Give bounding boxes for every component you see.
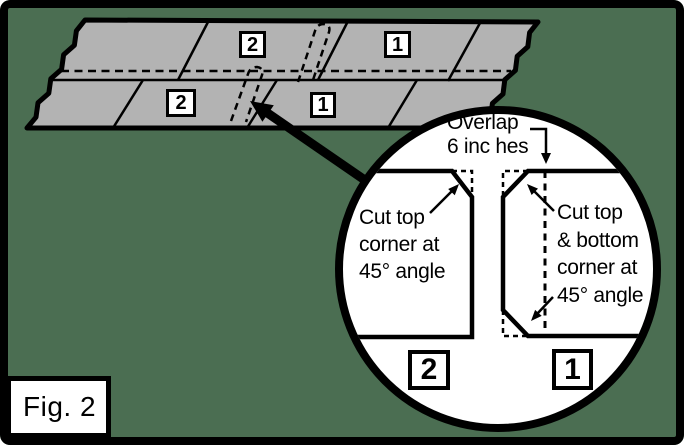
callout-arrowhead-icon <box>250 101 274 122</box>
detail-panel-2-label: 2 <box>408 350 450 390</box>
cut-top-bottom-note-line-4: 45° angle <box>557 283 644 307</box>
strip-label-top-1-text: 1 <box>391 33 404 56</box>
strip-label-top-2: 2 <box>239 31 266 58</box>
hidden-edge-dashed-seams <box>229 22 331 123</box>
overlap-note: Overlap 6 inc hes <box>447 111 529 159</box>
detail-panel-2-label-text: 2 <box>420 353 438 386</box>
cut-top-corner-note: Cut top corner at 45° angle <box>359 204 446 285</box>
detail-circle <box>335 106 661 432</box>
down-arrowhead-icon <box>541 153 551 164</box>
annotation-arrows <box>429 184 555 321</box>
detail-panel-1-outline <box>500 168 653 339</box>
figure-caption-box: Fig. 2 <box>6 376 111 438</box>
figure-caption-text: Fig. 2 <box>23 391 97 422</box>
strip-label-bottom-2: 2 <box>166 89 196 117</box>
strip-label-bottom-1: 1 <box>310 92 336 118</box>
cut-top-bottom-note-line-3: corner at <box>557 256 638 279</box>
strip-label-top-1: 1 <box>384 31 411 58</box>
strip-label-bottom-2-text: 2 <box>175 92 187 114</box>
overlap-pointer-arrow <box>530 127 551 164</box>
cut-top-corner-note-line-2: corner at <box>359 233 440 256</box>
strip-label-bottom-1-text: 1 <box>317 94 329 116</box>
callout-arrow <box>250 101 375 189</box>
cut-corner-dashed-outlines <box>452 169 528 338</box>
cut-top-bottom-note-line-1: Cut top <box>557 201 623 224</box>
cut-top-corner-note-line-3: 45° angle <box>359 260 446 283</box>
cut-top-bottom-corner-note: Cut top & bottom corner at 45° angle <box>557 199 644 309</box>
cut-top-corner-note-line-1: Cut top <box>359 206 425 229</box>
detail-panel-1-label: 1 <box>552 349 593 390</box>
cut-top-bottom-note-line-2: & bottom <box>557 228 639 252</box>
overlap-note-line-1: Overlap <box>447 111 519 134</box>
detail-contents <box>343 127 653 340</box>
detail-panel-1-label-text: 1 <box>564 352 581 386</box>
overlap-note-line-2: 6 inc hes <box>447 135 529 158</box>
strip-label-top-2-text: 2 <box>246 33 259 56</box>
